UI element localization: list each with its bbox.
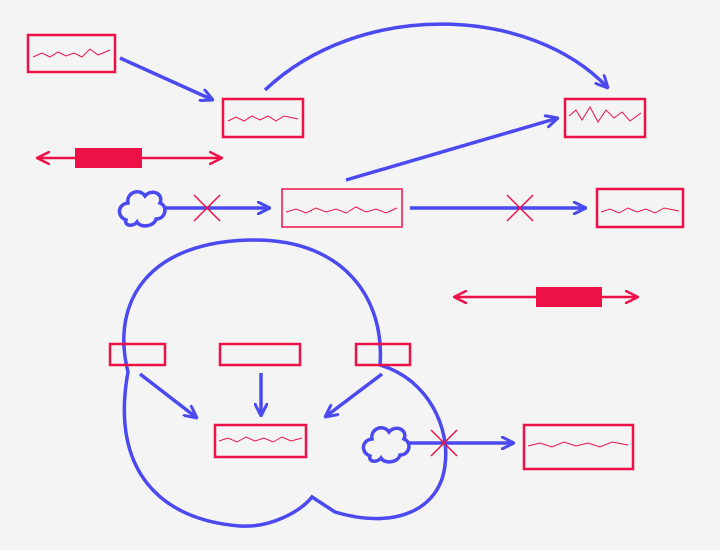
double-arrow-left xyxy=(37,148,222,168)
cut-mark-left xyxy=(193,194,221,222)
box-right-middle xyxy=(595,187,685,229)
box-top-left xyxy=(26,33,117,74)
cloud-icon-bottom xyxy=(361,426,411,464)
label-box-center xyxy=(218,342,302,367)
box-center-top xyxy=(221,97,305,139)
filled-bar-left xyxy=(75,148,142,168)
enclosing-boundary xyxy=(122,238,448,528)
box-inner-center xyxy=(213,423,308,459)
cut-mark-right xyxy=(506,194,534,222)
box-bottom-right xyxy=(522,423,635,471)
link-left-label-to-box xyxy=(138,372,197,418)
double-arrow-right xyxy=(454,287,638,307)
link-right-label-to-box xyxy=(325,372,384,417)
box-right-top xyxy=(563,97,647,139)
label-box-right xyxy=(354,342,412,367)
cut-mark-bottom xyxy=(430,429,458,457)
link-top-left-to-center xyxy=(119,56,213,100)
cloud-icon-left xyxy=(117,190,167,228)
filled-bar-right xyxy=(536,287,602,307)
link-mid-to-right-top xyxy=(345,118,558,182)
link-center-arc-to-right xyxy=(263,22,608,92)
label-box-left xyxy=(108,342,167,367)
box-middle xyxy=(281,188,403,228)
